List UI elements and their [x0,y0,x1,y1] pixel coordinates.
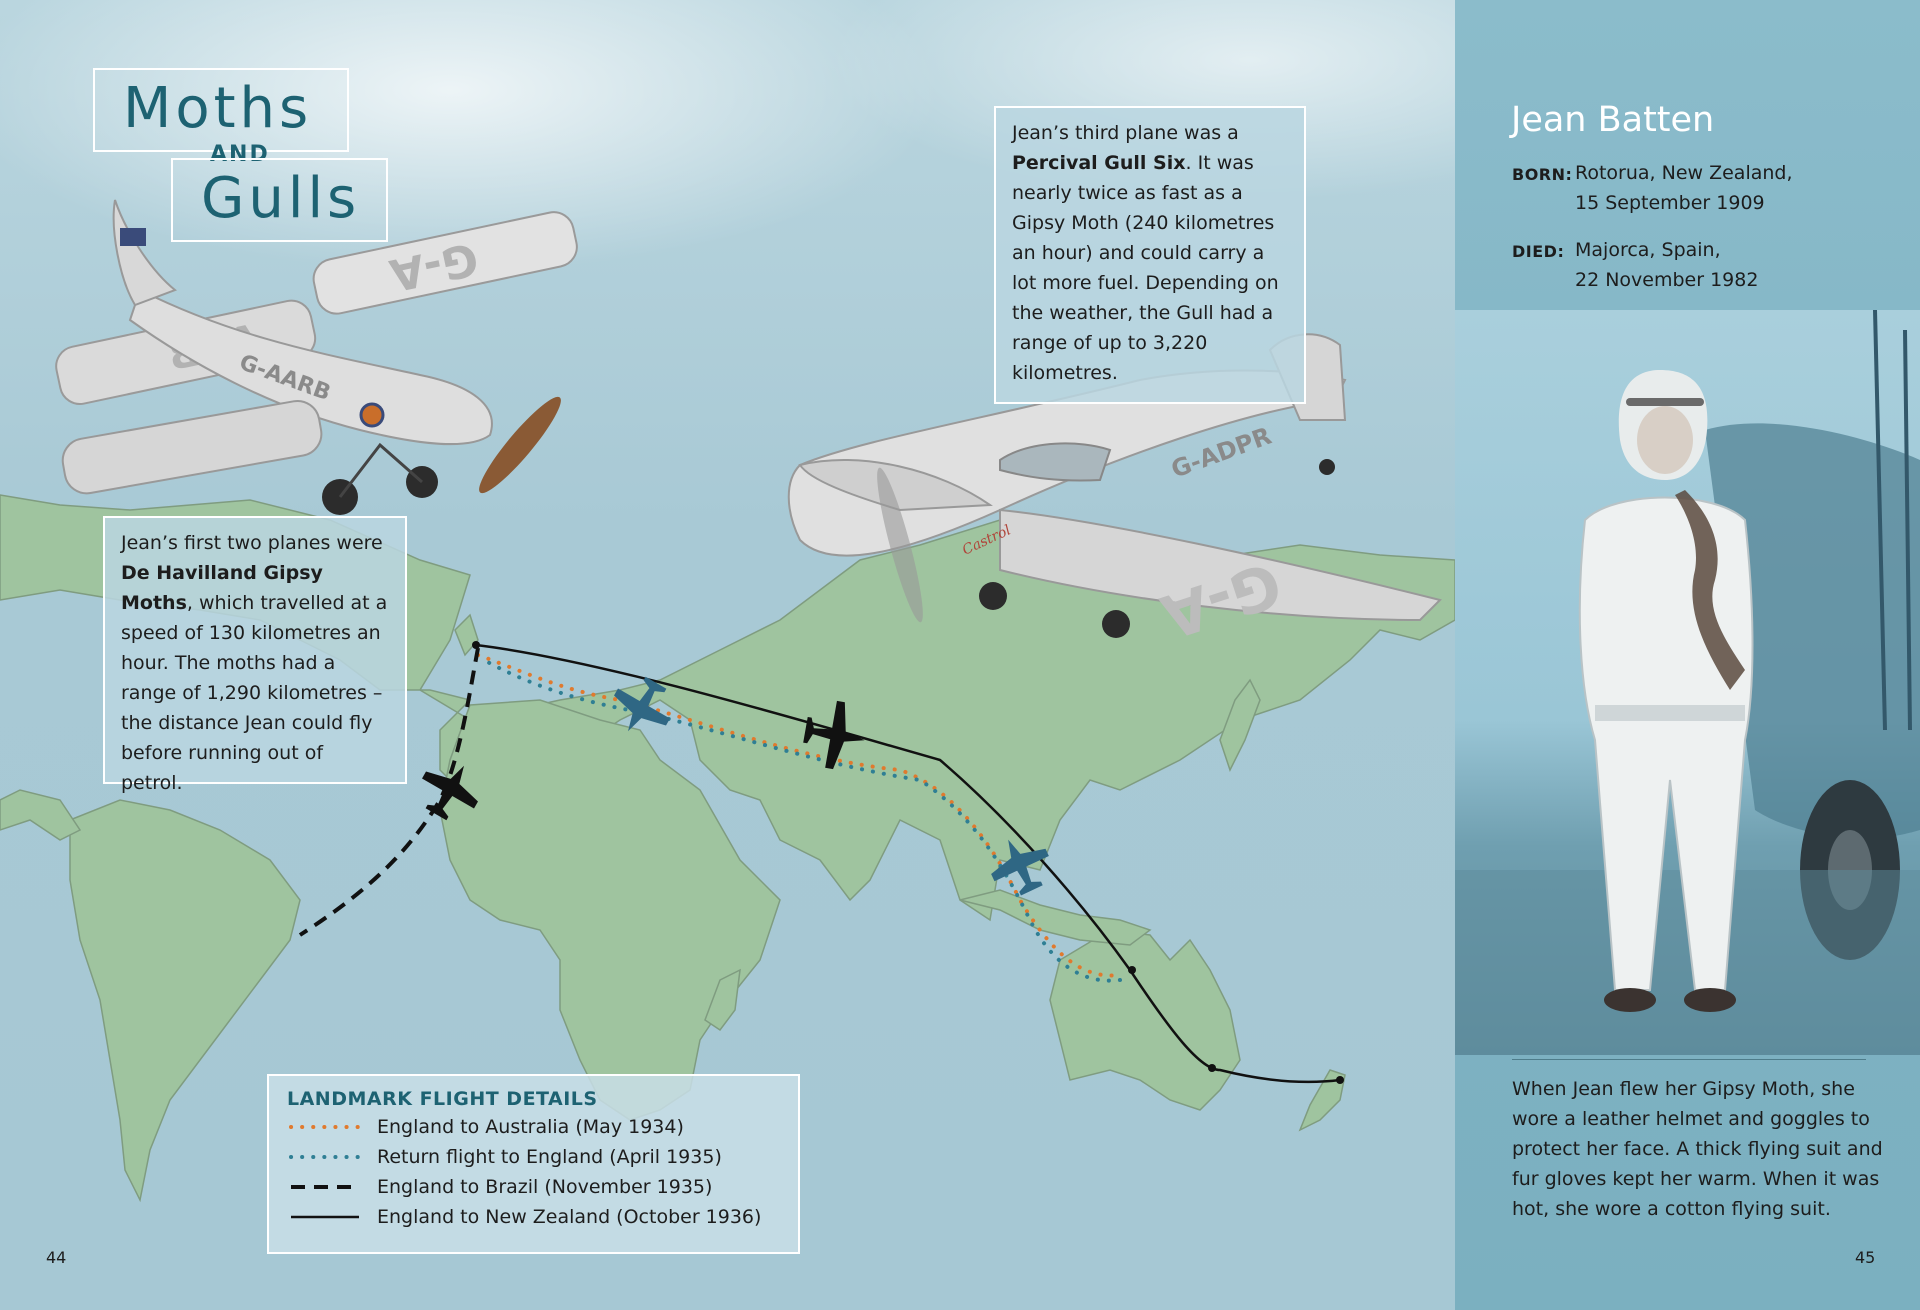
gull-tail-wheel [1319,459,1335,475]
legend-label: England to New Zealand (October 1936) [377,1206,762,1228]
gull-text-body: . It was nearly twice as fast as a Gipsy… [1012,152,1279,384]
photo-illustration [1455,310,1920,1055]
gull-wheel-right [1102,610,1130,638]
scarf [1675,490,1745,690]
shoe-left [1604,988,1656,1012]
belt [1595,705,1745,721]
map-page: ARB G-A G-AARB G-ADPR [0,0,1455,1310]
title-moths-frame: Moths [93,68,349,152]
legend-entry: England to Brazil (November 1935) [287,1172,780,1202]
gull-canopy [999,442,1112,482]
legend-title: LANDMARK FLIGHT DETAILS [287,1088,598,1110]
gipsy-moth-illustration: ARB G-A G-AARB [55,199,578,515]
moth-text-body: , which travelled at a speed of 130 kilo… [121,592,388,794]
legend-swatch-solid-black [291,1215,359,1219]
died-label: DIED: [1512,242,1565,261]
sydney-marker [1208,1064,1216,1072]
legend-swatch-dotted-teal [289,1155,361,1159]
plane-icon-return-route-1 [614,676,670,732]
moth-propeller [479,396,561,494]
moth-plane-name: De Havilland Gipsy Moths [121,562,323,614]
died-value: Majorca, Spain, 22 November 1982 [1575,235,1758,295]
title-gulls: Gulls [201,166,361,231]
gull-plane-name: Percival Gull Six [1012,152,1186,174]
gull-propeller [877,467,923,623]
bio-caption: When Jean flew her Gipsy Moth, she wore … [1512,1078,1883,1220]
face [1637,406,1693,474]
moth-wing-top-text: G-A [385,232,482,300]
land-madagascar [704,968,741,1032]
born-label: BORN: [1512,165,1573,184]
title-moths: Moths [123,76,313,141]
page-number-left: 44 [46,1248,67,1267]
gull-text-intro: Jean’s third plane was a [1012,122,1239,144]
union-flag-icon [120,228,146,246]
born-value: Rotorua, New Zealand, 15 September 1909 [1575,158,1793,218]
title-and: AND [210,142,270,167]
darwin-marker [1128,966,1136,974]
land-central-america [0,789,82,841]
legend-entry: Return flight to England (April 1935) [287,1142,780,1172]
born-date: 15 September 1909 [1575,192,1765,214]
bio-divider [1512,1059,1866,1060]
legend-swatch-dotted-orange [289,1125,361,1129]
page-number-right: 45 [1855,1248,1876,1267]
percival-gull-illustration: G-ADPR G-A Castrol [787,333,1442,651]
route-plane-icons [422,676,1049,896]
moth-text-intro: Jean’s first two planes were [121,532,383,554]
gipsy-moth-info-box: Jean’s first two planes were De Havillan… [103,516,407,794]
roundel-icon [359,402,385,428]
flight-routes [298,641,1344,1084]
land-south-america [69,799,301,1203]
route-england-new-zealand [475,643,1341,1084]
bio-name: Jean Batten [1511,100,1715,140]
land-uk [454,613,479,657]
flight-legend: LANDMARK FLIGHT DETAILS England to Austr… [267,1074,800,1254]
nz-marker [1336,1076,1344,1084]
born-place: Rotorua, New Zealand, [1575,162,1793,184]
plane-icon-return-route-2 [991,839,1049,896]
legend-label: Return flight to England (April 1935) [377,1146,722,1168]
legend-swatch-dashed-black [291,1185,359,1189]
plane-icon-brazil-route [422,765,478,821]
shoe-right [1684,988,1736,1012]
england-marker [472,641,480,649]
biography-page: Jean Batten BORN: Rotorua, New Zealand, … [1455,0,1920,1310]
title-gulls-frame: Gulls [171,158,388,242]
jean-batten-photo [1455,310,1920,1055]
died-date: 22 November 1982 [1575,269,1759,291]
route-england-brazil [298,647,480,937]
gull-wheel-left [979,582,1007,610]
died-place: Majorca, Spain, [1575,239,1721,261]
legend-label: England to Australia (May 1934) [377,1116,684,1138]
land-japan [1219,678,1261,772]
legend-entry: England to Australia (May 1934) [287,1112,780,1142]
legend-label: England to Brazil (November 1935) [377,1176,713,1198]
plane-icon-nz-route [803,700,865,770]
route-return-england [482,658,1122,983]
legend-entry: England to New Zealand (October 1936) [287,1202,780,1232]
land-australia [1049,929,1241,1111]
land-new-zealand [1298,1069,1346,1132]
percival-gull-info-box: Jean’s third plane was a Percival Gull S… [994,106,1306,404]
